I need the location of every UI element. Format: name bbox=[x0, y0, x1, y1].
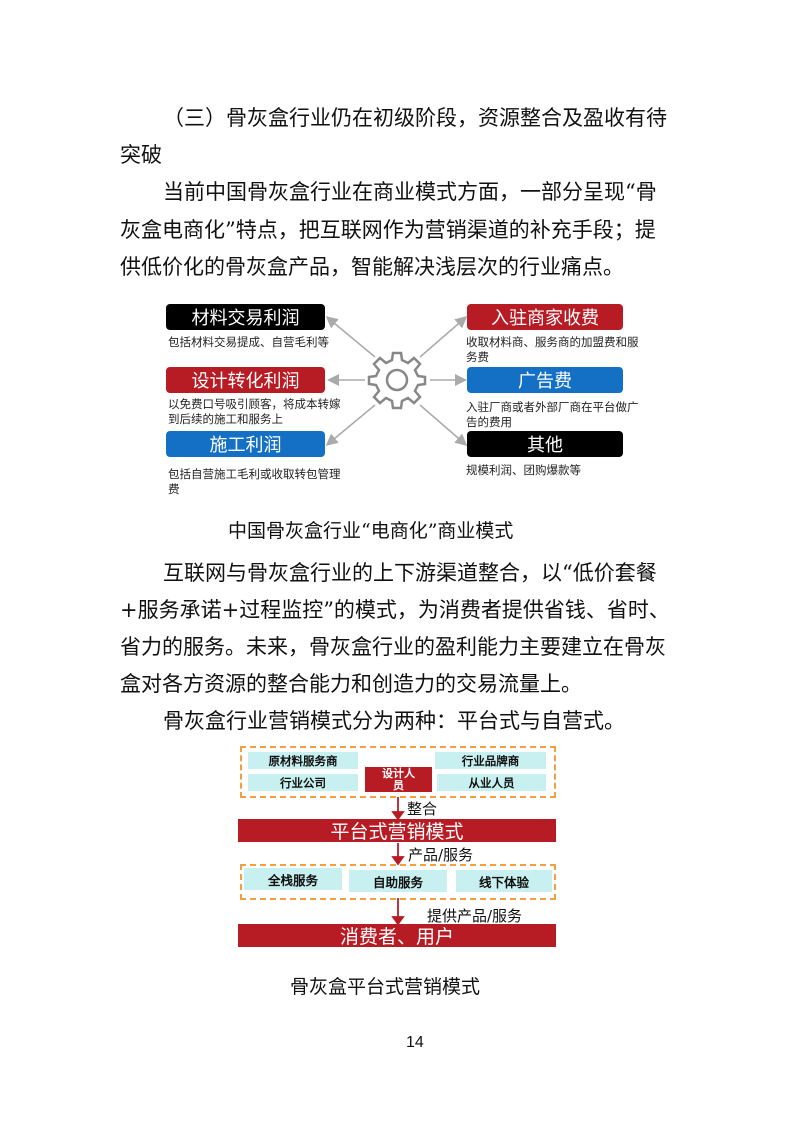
connector-arrows bbox=[325, 316, 468, 446]
arrow-label-provide: 提供产品/服务 bbox=[427, 907, 523, 925]
desc-design-profit: 以免费口号吸引顾客，将成本转嫁到后续的施工和服务上 bbox=[168, 397, 341, 426]
services-group bbox=[240, 864, 556, 900]
paragraph-line: 盒对各方资源的整合能力和创造力的交易流量上。 bbox=[120, 672, 582, 696]
section-heading: （三）骨灰盒行业仍在初级阶段，资源整合及盈收有待 bbox=[163, 106, 667, 130]
box-material-profit: 材料交易利润 bbox=[166, 304, 325, 330]
service-cell: 全栈服务 bbox=[244, 868, 342, 890]
paragraph-line: 互联网与骨灰盒行业的上下游渠道整合，以“低价套餐 bbox=[163, 561, 657, 585]
section-heading-cont: 突破 bbox=[120, 143, 162, 167]
box-merchant-fee: 入驻商家收费 bbox=[467, 304, 623, 330]
desc-material-profit: 包括材料交易提成、自营毛利等 bbox=[168, 335, 329, 349]
box-design-profit: 设计转化利润 bbox=[166, 367, 325, 393]
source-cell: 从业人员 bbox=[437, 774, 546, 791]
service-cell: 自助服务 bbox=[349, 870, 447, 892]
designer-cell: 设计人员 bbox=[365, 767, 432, 792]
gear-icon bbox=[367, 351, 427, 410]
flow-arrows bbox=[391, 797, 405, 926]
platform-bar: 平台式营销模式 bbox=[238, 819, 556, 843]
desc-merchant-fee: 收取材料商、服务商的加盟费和服务费 bbox=[466, 335, 639, 364]
paragraph-line: 灰盒电商化”特点，把互联网作为营销渠道的补充手段；提 bbox=[120, 218, 656, 242]
paragraph-line: 供低价化的骨灰盒产品，智能解决浅层次的行业痛点。 bbox=[120, 255, 624, 279]
desc-other: 规模利润、团购爆款等 bbox=[466, 463, 581, 477]
desc-ad-fee: 入驻厂商或者外部厂商在平台做广告的费用 bbox=[466, 400, 639, 429]
box-other: 其他 bbox=[467, 431, 623, 457]
source-cell: 原材料服务商 bbox=[248, 752, 358, 769]
desc-construction-profit: 包括自营施工毛利或收取转包管理费 bbox=[168, 467, 341, 496]
figure-caption: 骨灰盒平台式营销模式 bbox=[290, 976, 481, 998]
service-cell: 线下体验 bbox=[456, 870, 552, 892]
arrow-label-product: 产品/服务 bbox=[408, 846, 474, 864]
paragraph-line: 骨灰盒行业营销模式分为两种：平台式与自营式。 bbox=[163, 709, 625, 733]
paragraph-line: 当前中国骨灰盒行业在商业模式方面，一部分呈现“骨 bbox=[163, 180, 657, 204]
arrow-label-integrate: 整合 bbox=[407, 800, 438, 818]
figure-caption: 中国骨灰盒行业“电商化”商业模式 bbox=[228, 520, 514, 542]
paragraph-line: +服务承诺+过程监控”的模式，为消费者提供省钱、省时、 bbox=[120, 598, 670, 622]
page-number: 14 bbox=[406, 1034, 424, 1051]
source-cell: 行业品牌商 bbox=[435, 752, 546, 769]
source-cell: 行业公司 bbox=[248, 774, 358, 791]
paragraph-line: 省力的服务。未来，骨灰盒行业的盈利能力主要建立在骨灰 bbox=[120, 635, 666, 659]
consumer-bar: 消费者、用户 bbox=[238, 924, 556, 948]
box-construction-profit: 施工利润 bbox=[166, 431, 325, 457]
box-ad-fee: 广告费 bbox=[467, 367, 623, 393]
